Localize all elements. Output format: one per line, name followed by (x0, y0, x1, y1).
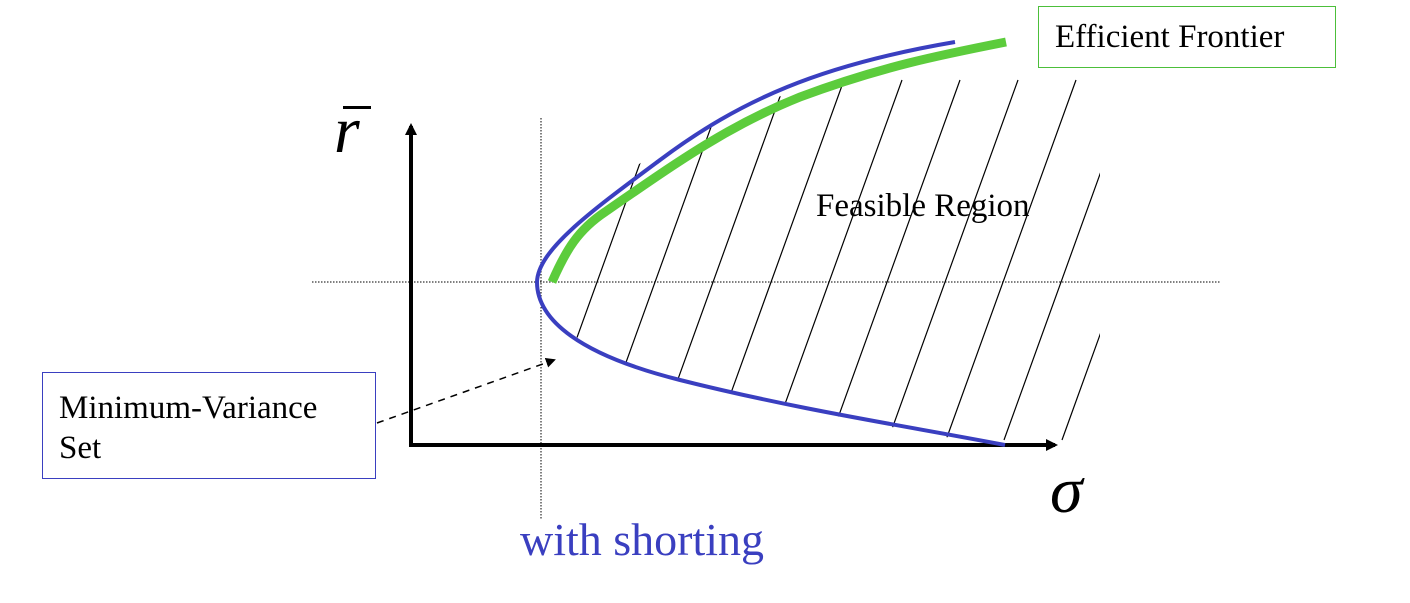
feasible-region-label: Feasible Region (816, 188, 1030, 224)
x-axis-symbol: σ (1050, 454, 1083, 527)
y-axis-symbol-bar (343, 106, 371, 109)
hatch-line (1236, 80, 1366, 440)
hatch-line (945, 79, 1077, 441)
efficient-frontier-label-box: Efficient Frontier (1038, 6, 1336, 68)
hatch-line (1120, 80, 1250, 440)
with-shorting-label: with shorting (520, 514, 765, 565)
hatch-line (1178, 80, 1308, 440)
minimum-variance-label-box: Minimum-Variance Set (42, 372, 376, 479)
hatch-line (1003, 79, 1100, 441)
hatch-line (1061, 79, 1100, 441)
hatch-line (771, 79, 903, 441)
hatch-line (713, 79, 845, 441)
y-axis-symbol: r (334, 94, 360, 167)
minimum-variance-curve (534, 40, 1006, 447)
feasible-region-hatching (543, 79, 1410, 441)
hatch-line (887, 79, 1019, 441)
minimum-variance-pointer-arrow (376, 357, 556, 424)
efficient-frontier-curve (547, 37, 1007, 284)
hatch-line (1294, 80, 1410, 440)
hatch-line (829, 79, 961, 441)
minimum-variance-label-line1: Minimum-Variance (59, 390, 318, 426)
hatch-line (1352, 80, 1410, 440)
efficient-frontier-label: Efficient Frontier (1055, 19, 1285, 55)
minimum-variance-label-line2: Set (59, 430, 102, 466)
